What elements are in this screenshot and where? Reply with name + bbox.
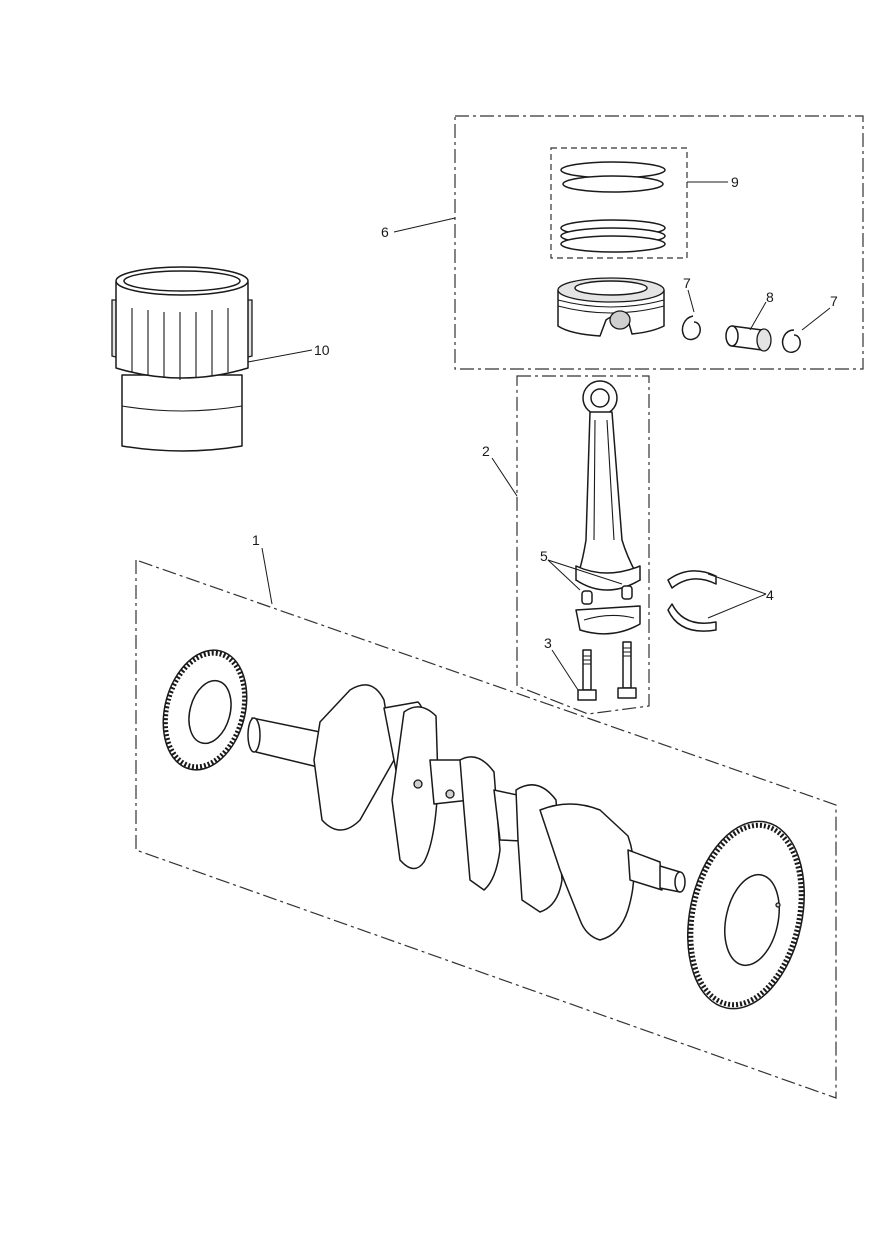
circlip-left <box>681 315 701 341</box>
circlip-right <box>781 329 801 353</box>
piston-assembly-frame <box>454 115 864 370</box>
gudgeon-pin <box>725 325 772 352</box>
callout-7-right: 7 <box>830 293 838 309</box>
timing-gear-small <box>162 649 248 771</box>
callout-6: 6 <box>381 224 389 240</box>
cylinder-liner <box>111 266 253 452</box>
piston-ring-set-frame <box>550 147 688 259</box>
piston <box>557 277 665 337</box>
callout-10: 10 <box>314 342 330 358</box>
connecting-rod <box>575 380 641 635</box>
callout-9: 9 <box>731 174 739 190</box>
crank-gear-large <box>687 820 805 1010</box>
callout-5: 5 <box>540 548 548 564</box>
piston-rings <box>560 161 666 253</box>
callout-7-left: 7 <box>683 275 691 291</box>
callout-1: 1 <box>252 532 260 548</box>
callout-8: 8 <box>766 289 774 305</box>
crankshaft <box>247 684 686 941</box>
crankshaft-frame <box>135 559 837 1099</box>
callout-3: 3 <box>544 635 552 651</box>
connecting-rod-frame <box>516 375 650 715</box>
leader-lines <box>247 181 831 691</box>
rod-bolts <box>577 641 637 701</box>
callout-4: 4 <box>766 587 774 603</box>
big-end-bearings <box>667 570 717 632</box>
callout-2: 2 <box>482 443 490 459</box>
